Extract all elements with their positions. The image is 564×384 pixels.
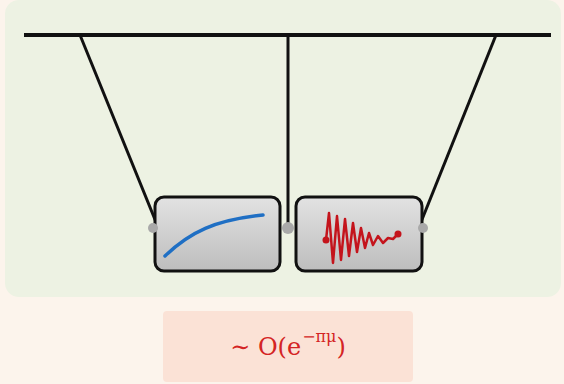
propagator-line xyxy=(80,35,156,222)
smooth-curve xyxy=(165,215,263,256)
formula-text: ∼ O(e xyxy=(230,333,301,361)
propagator-line xyxy=(421,35,496,222)
vertex-dot xyxy=(282,222,294,234)
vertex-dot xyxy=(418,223,428,233)
right-box xyxy=(296,197,422,271)
formula-text: ) xyxy=(336,333,345,361)
background-panel xyxy=(5,0,561,297)
left-box xyxy=(155,197,280,271)
vertex-dot xyxy=(148,223,158,233)
exponent: −πμ xyxy=(302,327,336,346)
curve-endpoint xyxy=(323,237,330,244)
propagator-line xyxy=(287,35,290,226)
oscillating-curve xyxy=(326,213,398,263)
curve-endpoint xyxy=(395,231,402,238)
formula-label: ∼ O(e−πμ) xyxy=(163,312,413,382)
formula-panel xyxy=(163,311,413,382)
